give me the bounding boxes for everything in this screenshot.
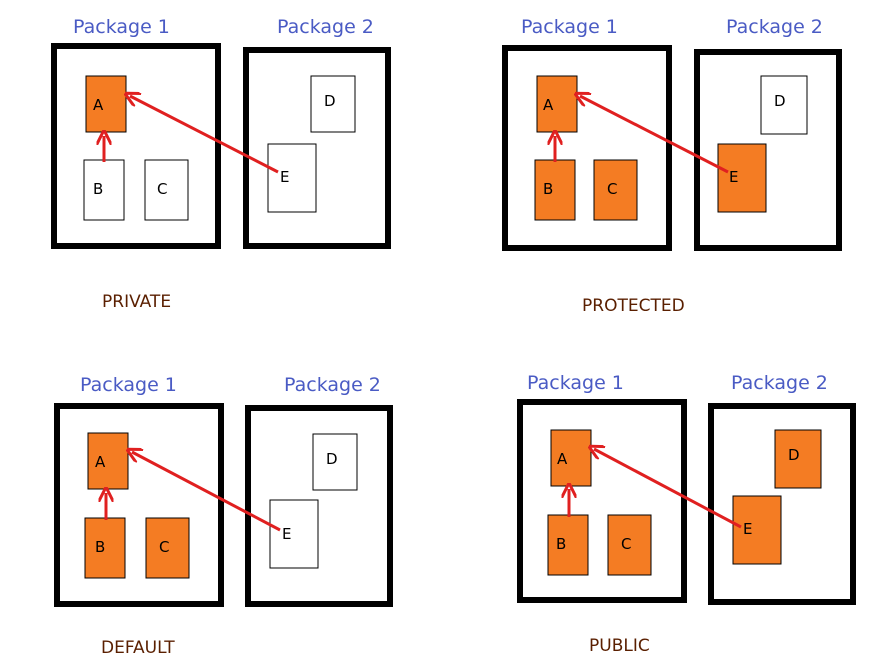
class-box — [144, 159, 189, 221]
class-box — [534, 159, 576, 221]
scenario-protected: Package 1 Package 2 A B C D E PROTECTED — [502, 16, 842, 316]
class-e: E — [269, 499, 319, 569]
class-box — [269, 499, 319, 569]
class-box — [85, 75, 127, 133]
class-b: B — [534, 159, 576, 221]
class-box — [267, 143, 317, 213]
class-label: E — [280, 168, 289, 186]
class-label: A — [543, 96, 554, 114]
access-arrow-e-to-a — [132, 452, 281, 532]
scenario-private: Package 1 Package 2 A B C D E PRIVATE — [51, 16, 391, 312]
class-box — [310, 75, 356, 133]
package-2-box — [243, 47, 391, 249]
class-label: D — [324, 92, 336, 110]
class-c: C — [145, 517, 190, 579]
class-c: C — [593, 159, 638, 221]
class-box — [593, 159, 638, 221]
class-box — [83, 159, 125, 221]
class-box — [547, 514, 589, 576]
access-arrow-e-to-a — [580, 96, 729, 174]
class-a: A — [87, 432, 129, 490]
package-1-box — [54, 403, 224, 607]
scenario-title: PUBLIC — [589, 636, 650, 656]
class-box — [774, 429, 822, 489]
class-label: E — [743, 520, 752, 538]
class-label: C — [157, 180, 167, 198]
class-a: A — [536, 75, 578, 133]
class-a: A — [85, 75, 127, 133]
scenario-public: Package 1 Package 2 A B C D E PUBLIC — [517, 372, 856, 656]
class-e: E — [267, 143, 317, 213]
class-label: C — [621, 535, 631, 553]
class-label: E — [729, 168, 738, 186]
package-1-label: Package 1 — [521, 16, 618, 38]
class-label: D — [774, 92, 786, 110]
class-d: D — [774, 429, 822, 489]
package-1-box — [502, 45, 672, 251]
class-label: A — [93, 96, 104, 114]
class-a: A — [550, 429, 592, 487]
class-label: C — [607, 180, 617, 198]
package-1-box — [51, 43, 221, 249]
class-label: C — [159, 538, 169, 556]
package-2-label: Package 2 — [731, 372, 828, 394]
class-b: B — [83, 159, 125, 221]
package-2-label: Package 2 — [284, 374, 381, 396]
package-2-box — [694, 49, 842, 251]
class-label: B — [95, 538, 105, 556]
class-b: B — [547, 514, 589, 576]
class-label: A — [557, 450, 568, 468]
class-d: D — [310, 75, 356, 133]
package-1-label: Package 1 — [80, 374, 177, 396]
class-c: C — [144, 159, 189, 221]
access-arrow-e-to-a — [130, 96, 279, 174]
class-label: B — [556, 535, 566, 553]
class-label: B — [543, 180, 553, 198]
class-c: C — [607, 514, 652, 576]
class-box — [312, 433, 358, 491]
class-d: D — [760, 75, 808, 135]
scenario-title: PRIVATE — [102, 292, 171, 312]
package-1-box — [517, 399, 687, 603]
class-label: A — [95, 453, 106, 471]
package-2-box — [708, 403, 856, 605]
class-e: E — [732, 495, 782, 565]
package-2-box — [245, 405, 393, 607]
class-label: D — [326, 450, 338, 468]
class-label: B — [93, 180, 103, 198]
package-2-label: Package 2 — [726, 16, 823, 38]
class-box — [87, 432, 129, 490]
class-label: D — [788, 446, 800, 464]
package-2-label: Package 2 — [277, 16, 374, 38]
scenario-title: DEFAULT — [101, 638, 175, 658]
access-arrow-e-to-a — [594, 449, 742, 529]
class-box — [760, 75, 808, 135]
class-box — [717, 143, 767, 213]
class-b: B — [84, 517, 126, 579]
class-e: E — [717, 143, 767, 213]
scenario-title: PROTECTED — [582, 296, 685, 316]
class-label: E — [282, 525, 291, 543]
package-1-label: Package 1 — [73, 16, 170, 38]
scenario-default: Package 1 Package 2 A B C D E DEFAULT — [54, 374, 393, 658]
class-box — [732, 495, 782, 565]
class-d: D — [312, 433, 358, 491]
class-box — [607, 514, 652, 576]
package-1-label: Package 1 — [527, 372, 624, 394]
class-box — [145, 517, 190, 579]
